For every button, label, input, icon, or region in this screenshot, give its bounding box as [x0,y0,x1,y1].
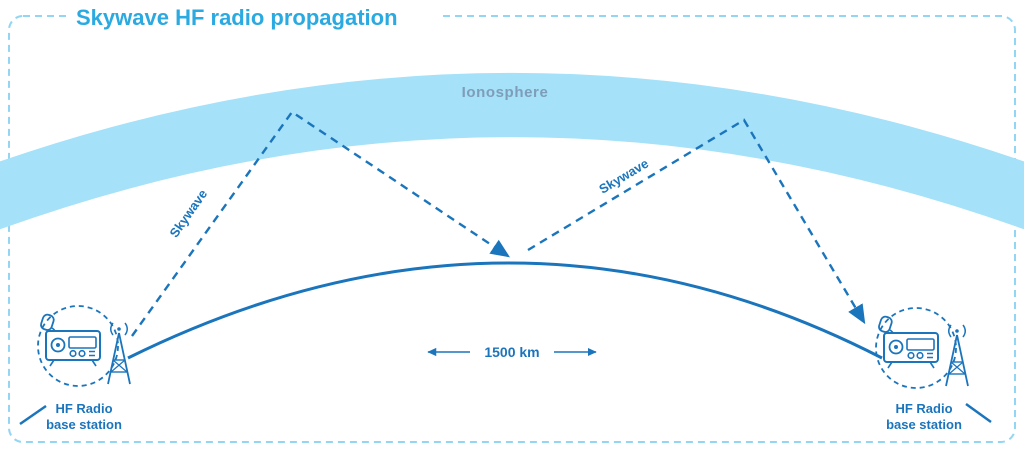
skywave-path-left [131,110,510,337]
station-left-label-line2: base station [46,417,122,432]
skywave-path-right [527,118,866,325]
station-right-label-line2: base station [886,417,962,432]
distance-annotation: 1500 km [427,344,597,360]
title-mask [66,2,438,30]
station-left-label-line1: HF Radio [55,401,112,416]
station-icon-right [875,307,969,389]
ionosphere-band [0,73,1024,230]
ionosphere-label: Ionosphere [462,84,549,101]
station-icon-left [37,305,131,387]
skywave-label-right: Skywave [596,156,651,197]
station-right-label-line1: HF Radio [895,401,952,416]
dashed-border [8,15,1016,443]
page-title: Skywave HF radio propagation [76,5,398,30]
distance-label: 1500 km [484,344,539,360]
skywave-label-left: Skywave [166,187,210,241]
earth-arc-right-end [965,402,992,424]
earth-arc [127,261,883,360]
earth-arc-left-end [19,404,47,426]
